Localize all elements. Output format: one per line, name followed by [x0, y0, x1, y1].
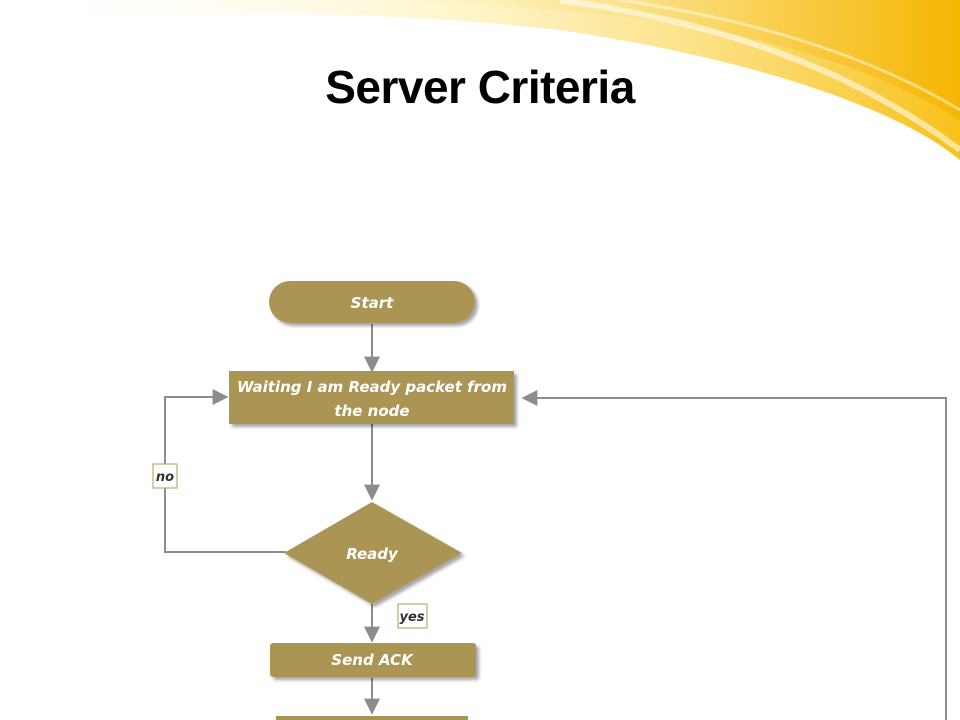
start-node: Start: [269, 281, 475, 323]
send-ack-label: Send ACK: [331, 651, 414, 669]
yes-edge-label: yes: [397, 603, 428, 629]
ready-decision-node: Ready: [284, 502, 462, 604]
waiting-label-line2: the node: [334, 402, 409, 420]
waiting-node: Waiting I am Ready packet from the node: [229, 371, 514, 424]
ready-label: Ready: [346, 545, 399, 563]
start-label: Start: [351, 294, 394, 312]
next-node-partial: [276, 716, 468, 720]
send-ack-node: Send ACK: [270, 643, 476, 677]
yes-label: yes: [399, 610, 424, 625]
slide-title: Server Criteria: [325, 61, 635, 113]
waiting-label-line1: Waiting I am Ready packet from: [237, 378, 507, 396]
connector-return-loop: [521, 390, 947, 720]
no-label: no: [156, 470, 174, 485]
no-edge-label: no: [152, 463, 178, 489]
decorative-banner: [0, 0, 960, 160]
